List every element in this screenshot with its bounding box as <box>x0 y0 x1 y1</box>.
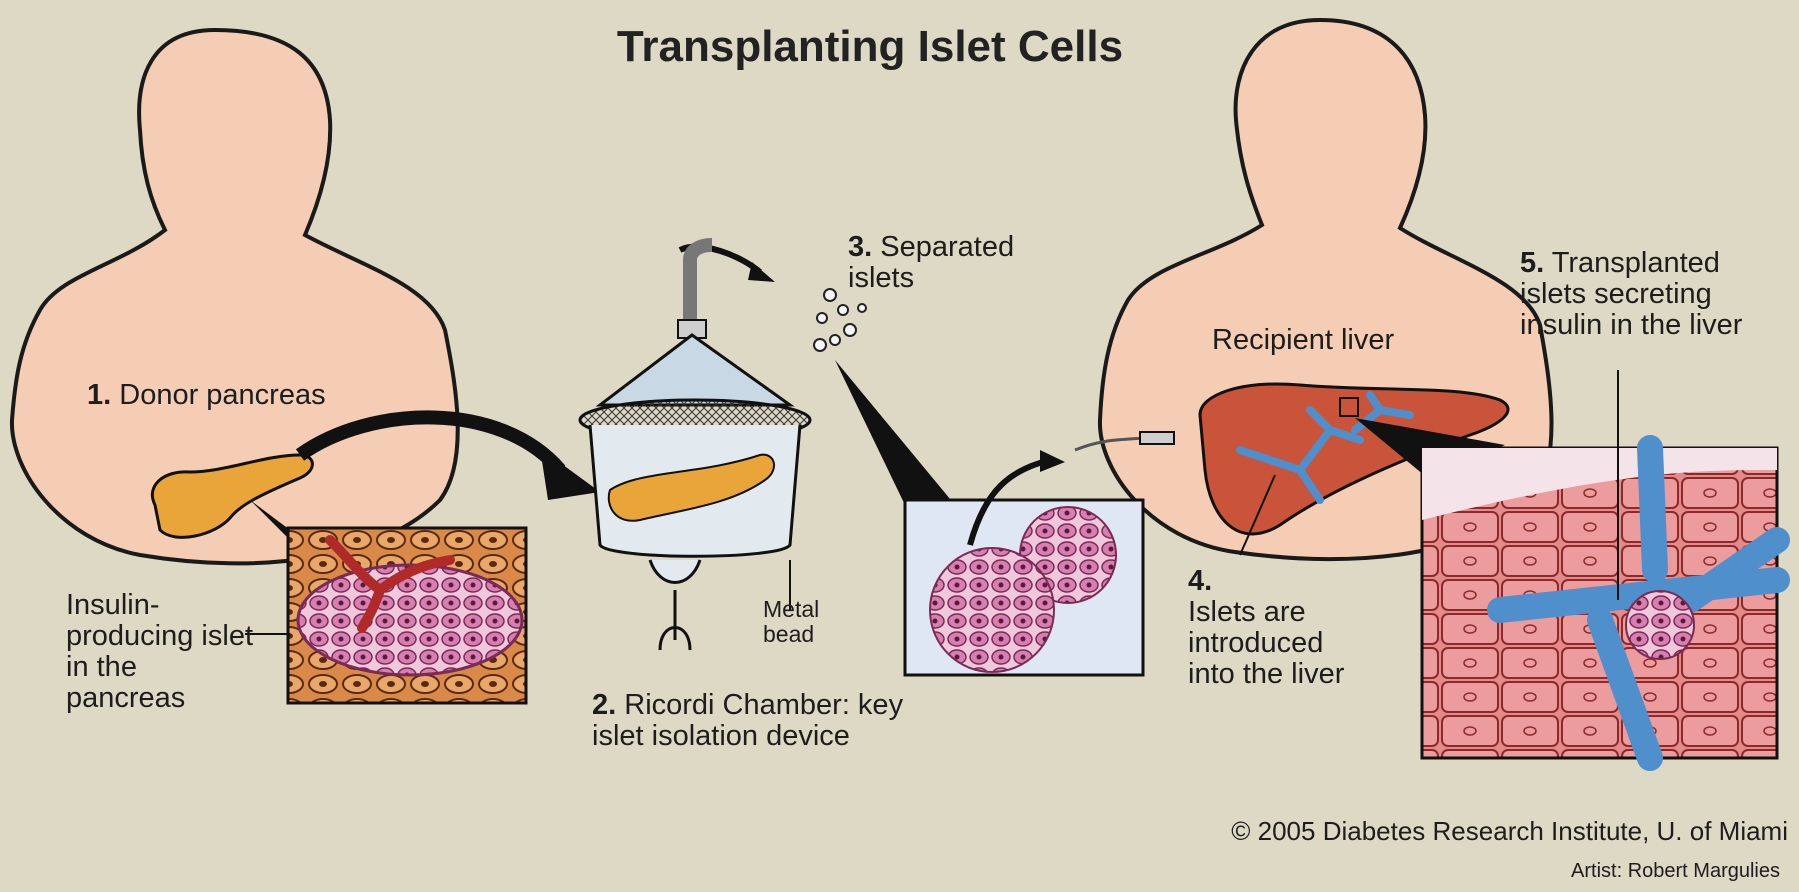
diagram-title: Transplanting Islet Cells <box>0 22 1740 72</box>
step-4-label: 4. Islets are introduced into the liver <box>1188 566 1378 690</box>
metal-bead-label: Metal bead <box>763 597 858 647</box>
liver-tissue-inset <box>1422 448 1777 758</box>
ricordi-chamber <box>580 245 810 650</box>
insulin-islet-label: Insulin-producing islet in the pancreas <box>66 590 256 714</box>
step-5-label: 5. Transplanted islets secreting insulin… <box>1520 248 1792 341</box>
islet-inset <box>288 528 526 703</box>
separated-islets-dots <box>814 289 866 351</box>
artist-credit: Artist: Robert Margulies <box>1400 860 1780 883</box>
step-1-label: 1. Donor pancreas <box>87 380 326 411</box>
step-3-label: 3. Separated islets <box>848 232 1088 294</box>
islet-cluster-inset <box>905 500 1143 675</box>
step-2-label: 2. Ricordi Chamber: key islet isolation … <box>592 690 922 752</box>
copyright-text: © 2005 Diabetes Research Institute, U. o… <box>1128 816 1788 847</box>
recipient-liver-label: Recipient liver <box>1212 325 1394 356</box>
